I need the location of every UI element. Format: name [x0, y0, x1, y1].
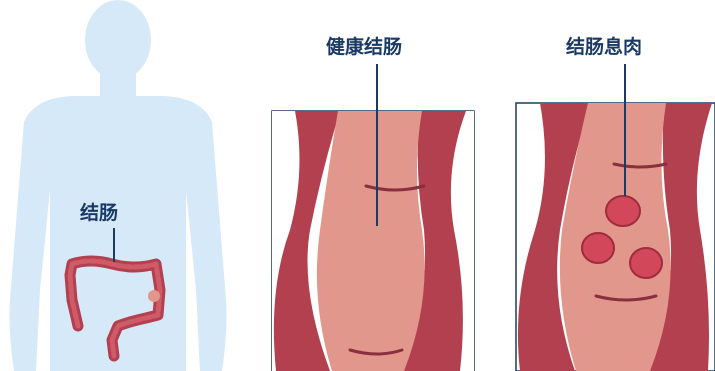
- healthy-colon-label: 健康结肠: [326, 38, 402, 57]
- polyp-colon-panel: [516, 64, 715, 371]
- healthy-lumen: [317, 111, 425, 371]
- polyp-1: [606, 196, 640, 226]
- body-colon-label: 结肠: [80, 204, 118, 223]
- colon-polyp-label: 结肠息肉: [566, 38, 642, 57]
- body-colon-polyp: [148, 290, 160, 302]
- body-silhouette: [10, 0, 227, 371]
- polyp-2: [582, 233, 614, 263]
- polyp-3: [630, 248, 662, 278]
- healthy-colon-panel: [272, 64, 474, 371]
